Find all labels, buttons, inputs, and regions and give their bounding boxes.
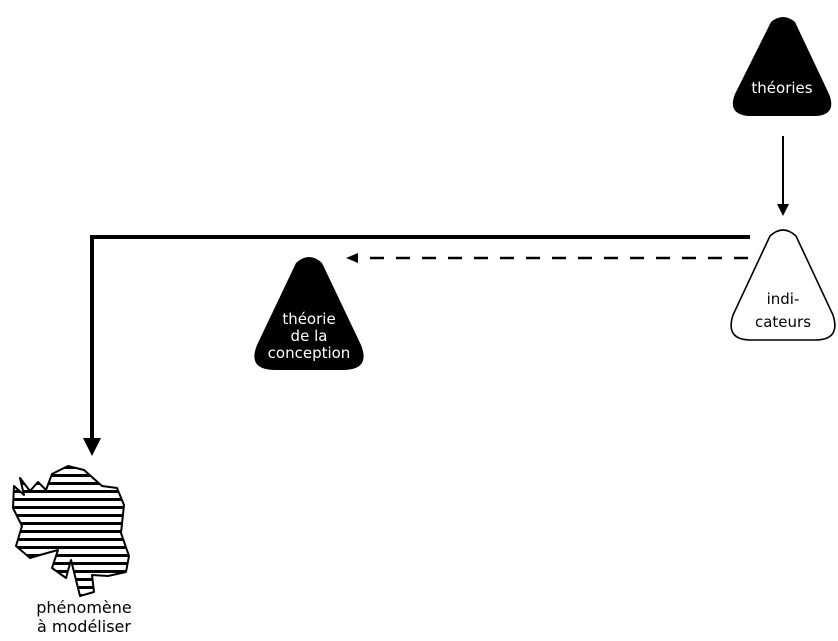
phenomenon-label: phénomène à modéliser [0,598,168,636]
indicators-triangle [730,229,836,341]
phenomenon-label-line-2: à modéliser [37,617,131,636]
theories-label: théories [751,79,812,97]
theories-node: théories [732,17,832,116]
design-theory-node: théorie de la conception [254,257,364,370]
phenomenon-label-line-1: phénomène [36,598,132,617]
theories-to-indicators-arrow [777,136,789,216]
design-theory-label-line-2: de la [291,327,328,345]
phenomenon-blob [12,465,130,597]
indicators-label-line-2: cateurs [755,313,811,331]
theories-triangle [732,17,832,116]
indicators-to-phenomenon-arrow [83,235,750,456]
indicators-label-line-1: indi- [767,290,800,308]
design-theory-label-line-3: conception [268,344,351,362]
indicators-to-design-theory-dashed-arrow [346,253,748,263]
design-theory-label-line-1: théorie [282,310,335,328]
indicators-node: indi- cateurs [730,229,836,341]
design-theory-triangle [254,257,364,370]
